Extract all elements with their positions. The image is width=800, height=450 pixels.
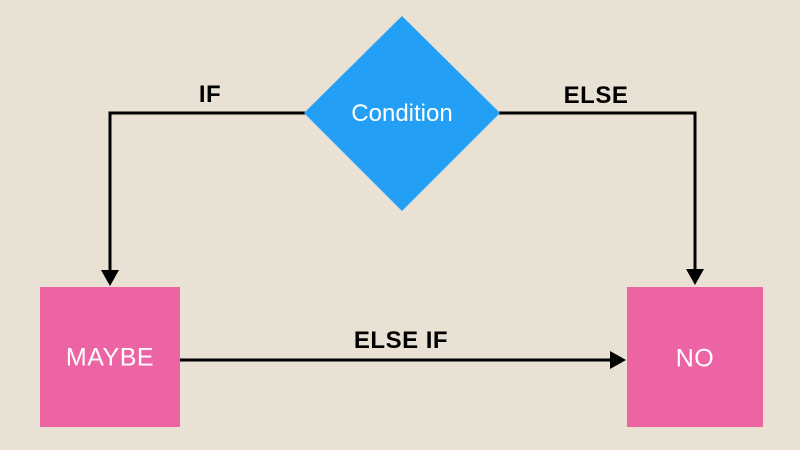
- if-arrow-line: [108, 111, 305, 272]
- no-node-label: NO: [675, 344, 715, 373]
- else-edge-label: ELSE: [563, 82, 629, 109]
- elseif-edge-label: ELSE IF: [353, 327, 449, 354]
- maybe-node-label: MAYBE: [65, 343, 155, 372]
- if-edge-label: IF: [198, 81, 222, 108]
- else-arrowhead-icon: [686, 269, 704, 285]
- else-arrow-line: [499, 111, 697, 271]
- condition-node-label: Condition: [351, 100, 453, 127]
- no-box: [627, 287, 763, 427]
- condition-diamond: [304, 16, 500, 211]
- elseif-arrowhead-icon: [610, 351, 626, 369]
- if-arrowhead-icon: [101, 270, 119, 286]
- maybe-box: [40, 287, 180, 427]
